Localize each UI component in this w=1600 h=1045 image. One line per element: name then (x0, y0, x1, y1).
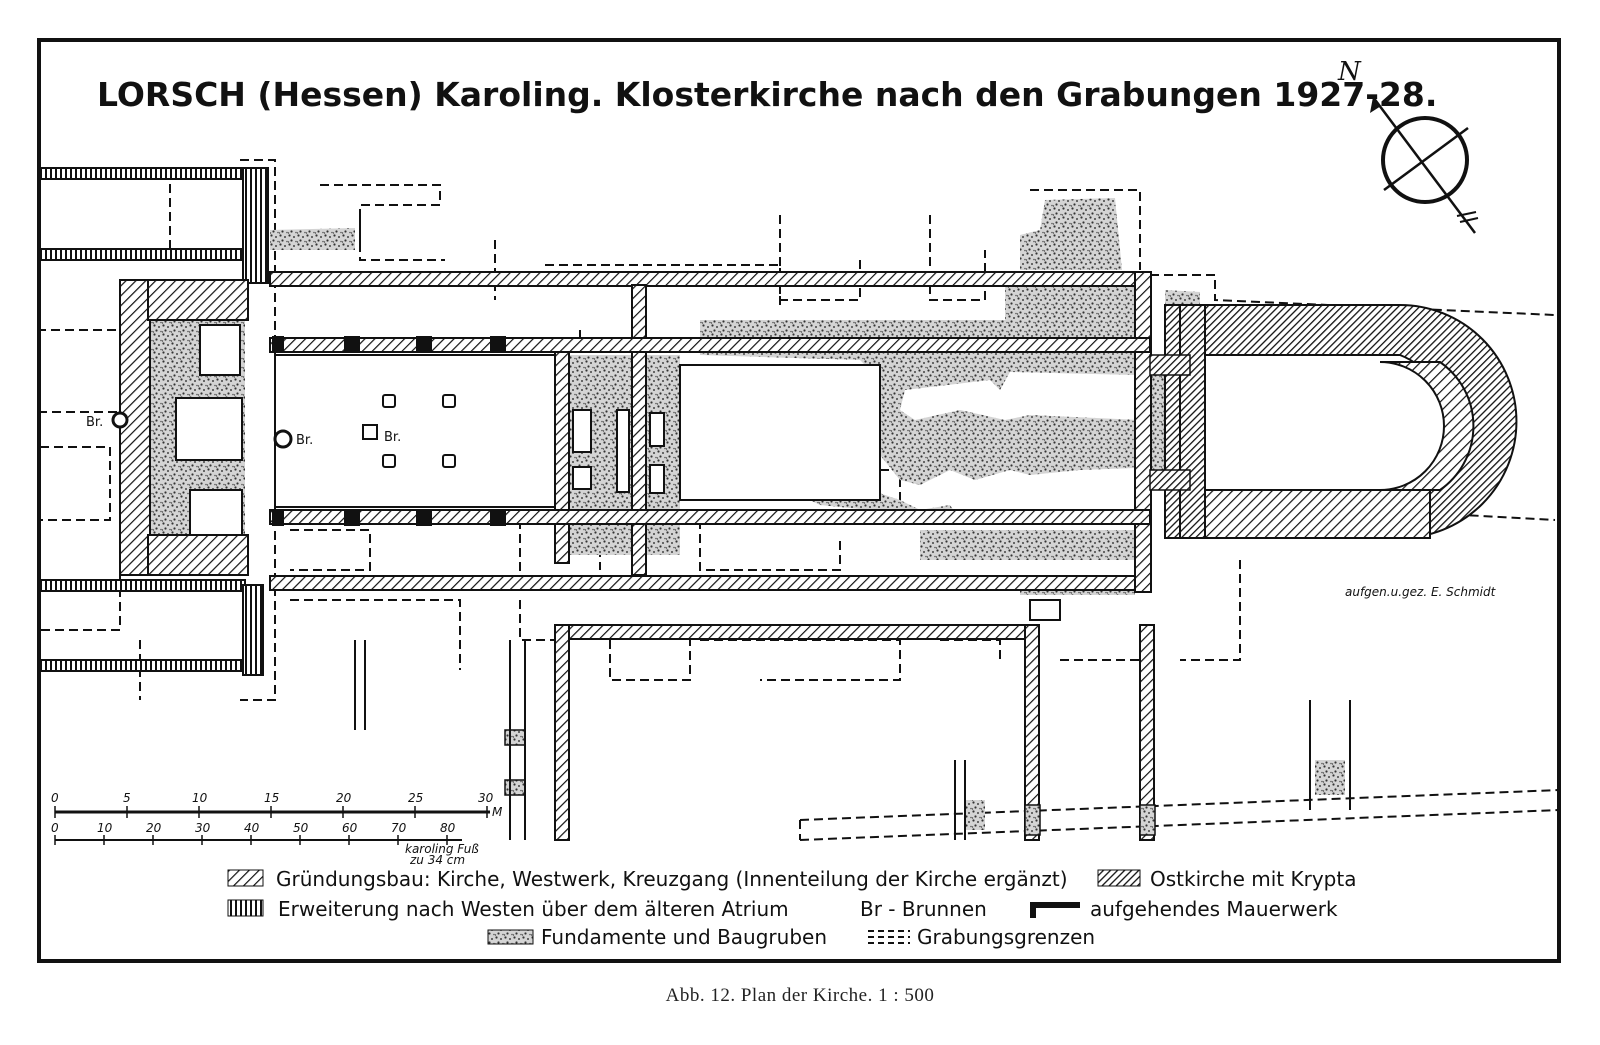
well-label-nave: Br. (296, 433, 313, 448)
f-tick-50: 50 (293, 821, 309, 835)
f-tick-60: 60 (342, 821, 358, 835)
well-icons (111, 411, 293, 449)
north-marker: N (1337, 57, 1362, 87)
f-tick-70: 70 (391, 821, 407, 835)
plan-title: LORSCH (Hessen) Karoling. Klosterkirche … (97, 75, 1437, 114)
legend-swatch-extension (227, 899, 264, 917)
f-tick-10: 10 (97, 821, 113, 835)
legend-swatch-founding (227, 869, 264, 887)
east-annex-lines (354, 599, 1351, 840)
well-label-center: Br. (384, 430, 401, 445)
extension-walls (39, 167, 269, 676)
legend-founding: Gründungsbau: Kirche, Westwerk, Kreuzgan… (276, 867, 1068, 891)
m-tick-10: 10 (192, 791, 208, 805)
f-tick-80: 80 (440, 821, 456, 835)
f-tick-40: 40 (244, 821, 260, 835)
church-plan: Br. Br. Br. (38, 159, 1561, 841)
m-tick-30: 30 (478, 791, 494, 805)
f-tick-0: 0 (51, 821, 59, 835)
legend-swatch-wall (1030, 902, 1080, 918)
legend-swatch-east (1097, 869, 1141, 887)
legend: Gründungsbau: Kirche, Westwerk, Kreuzgan… (227, 867, 1356, 949)
legend-swatch-foundations (487, 929, 534, 945)
north-arrow-compass-icon: N (1337, 57, 1479, 234)
scale-bar-meters: 0 5 10 15 20 25 30 M (51, 791, 503, 819)
legend-wall: aufgehendes Mauerwerk (1090, 897, 1338, 921)
post-holes (362, 394, 456, 468)
m-tick-25: 25 (408, 791, 423, 805)
f-unit-2: zu 34 cm (409, 853, 465, 867)
f-unit-1: karoling Fuß (405, 842, 479, 856)
surveyor-signature: aufgen.u.gez. E. Schmidt (1345, 585, 1497, 599)
scale-bar-feet: 0 10 20 30 40 50 60 70 80 karoling Fuß z… (51, 821, 479, 867)
legend-extension: Erweiterung nach Westen über dem älteren… (278, 897, 789, 921)
legend-foundations: Fundamente und Baugruben (541, 925, 827, 949)
m-tick-5: 5 (123, 791, 131, 805)
legend-east: Ostkirche mit Krypta (1150, 867, 1356, 891)
m-tick-15: 15 (264, 791, 279, 805)
legend-swatch-limits (868, 930, 910, 944)
f-tick-20: 20 (146, 821, 162, 835)
m-tick-0: 0 (51, 791, 59, 805)
nave-piers (272, 336, 506, 526)
legend-limits: Grabungsgrenzen (917, 925, 1095, 949)
m-tick-20: 20 (336, 791, 352, 805)
well-label-outer: Br. (86, 415, 103, 430)
east-church (1149, 304, 1518, 539)
legend-well: Br - Brunnen (860, 897, 987, 921)
nave-interior (274, 354, 881, 508)
m-unit: M (492, 805, 503, 819)
f-tick-30: 30 (195, 821, 211, 835)
figure-caption: Abb. 12. Plan der Kirche. 1 : 500 (665, 985, 935, 1006)
